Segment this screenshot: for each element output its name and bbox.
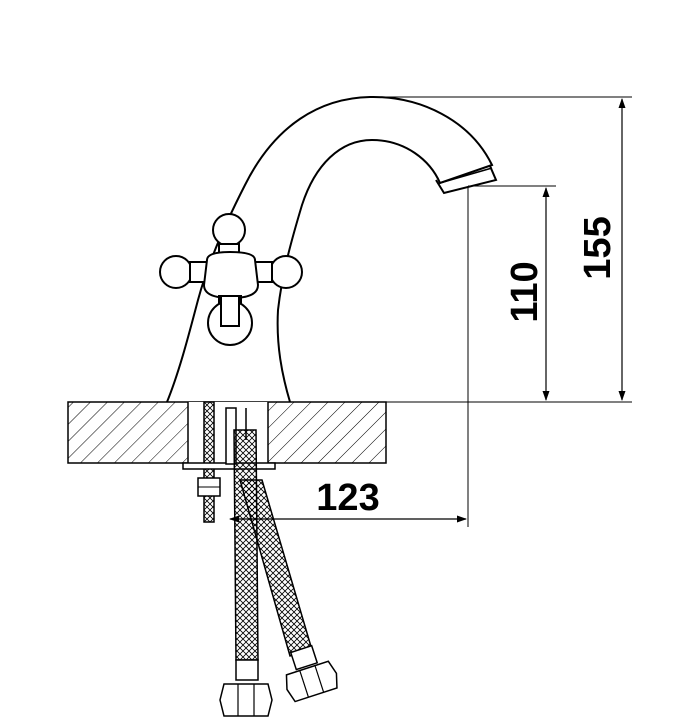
- dimension-spout-reach: 123: [229, 186, 469, 527]
- faucet-body: [166, 95, 498, 403]
- total-height-label: 155: [577, 216, 619, 279]
- cross-handle: [159, 213, 303, 346]
- spout-height-label: 110: [504, 261, 546, 322]
- flexible-hoses: [219, 429, 338, 717]
- dimension-total-height: 155: [385, 96, 632, 403]
- spout-reach-label: 123: [316, 477, 379, 519]
- dimension-spout-height: 110: [468, 185, 556, 401]
